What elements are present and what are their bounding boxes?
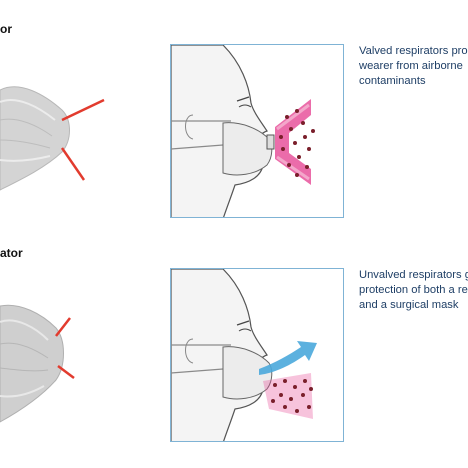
face-with-unvalved-respirator-exhale-arrow-icon <box>171 269 317 441</box>
valved-diagram-panel <box>170 44 344 218</box>
face-with-valved-respirator-icon <box>171 45 315 217</box>
valved-caption: Valved respirators pro wearer from airbo… <box>359 45 468 87</box>
section-heading: ator <box>0 246 23 260</box>
unvalved-caption: Unvalved respirators g protection of bot… <box>359 269 468 311</box>
unvalved-diagram-panel <box>170 268 344 442</box>
valved-respirator-photo <box>0 86 105 191</box>
unvalved-respirator-photo <box>0 304 75 423</box>
unvalved-respirator-section: ator Unvalv <box>0 234 468 468</box>
section-heading: or <box>0 22 12 36</box>
valved-respirator-section: or <box>0 22 468 218</box>
